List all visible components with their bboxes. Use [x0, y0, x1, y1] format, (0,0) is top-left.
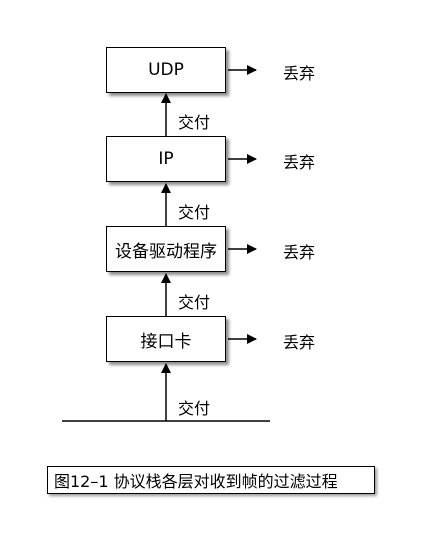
deliver-label-to-card: 交付 — [178, 399, 211, 418]
deliver-label-to-udp: 交付 — [178, 113, 211, 132]
udp-layer-label: UDP — [148, 60, 184, 80]
discard-label-udp: 丢弃 — [283, 64, 316, 83]
figure-caption: 图12–1 协议栈各层对收到帧的过滤过程 — [47, 466, 375, 494]
card-layer-label: 接口卡 — [140, 331, 192, 352]
deliver-label-to-driver: 交付 — [178, 293, 211, 312]
discard-label-ip: 丢弃 — [283, 153, 316, 172]
driver-layer-label: 设备驱动程序 — [115, 241, 217, 262]
discard-label-card: 丢弃 — [283, 333, 316, 352]
ip-layer-label: IP — [158, 149, 174, 169]
deliver-label-to-ip: 交付 — [178, 203, 211, 222]
driver-layer-box: 设备驱动程序 — [106, 226, 226, 272]
discard-label-driver: 丢弃 — [283, 243, 316, 262]
udp-layer-box: UDP — [106, 47, 226, 93]
card-layer-box: 接口卡 — [106, 316, 226, 362]
ip-layer-box: IP — [106, 136, 226, 182]
